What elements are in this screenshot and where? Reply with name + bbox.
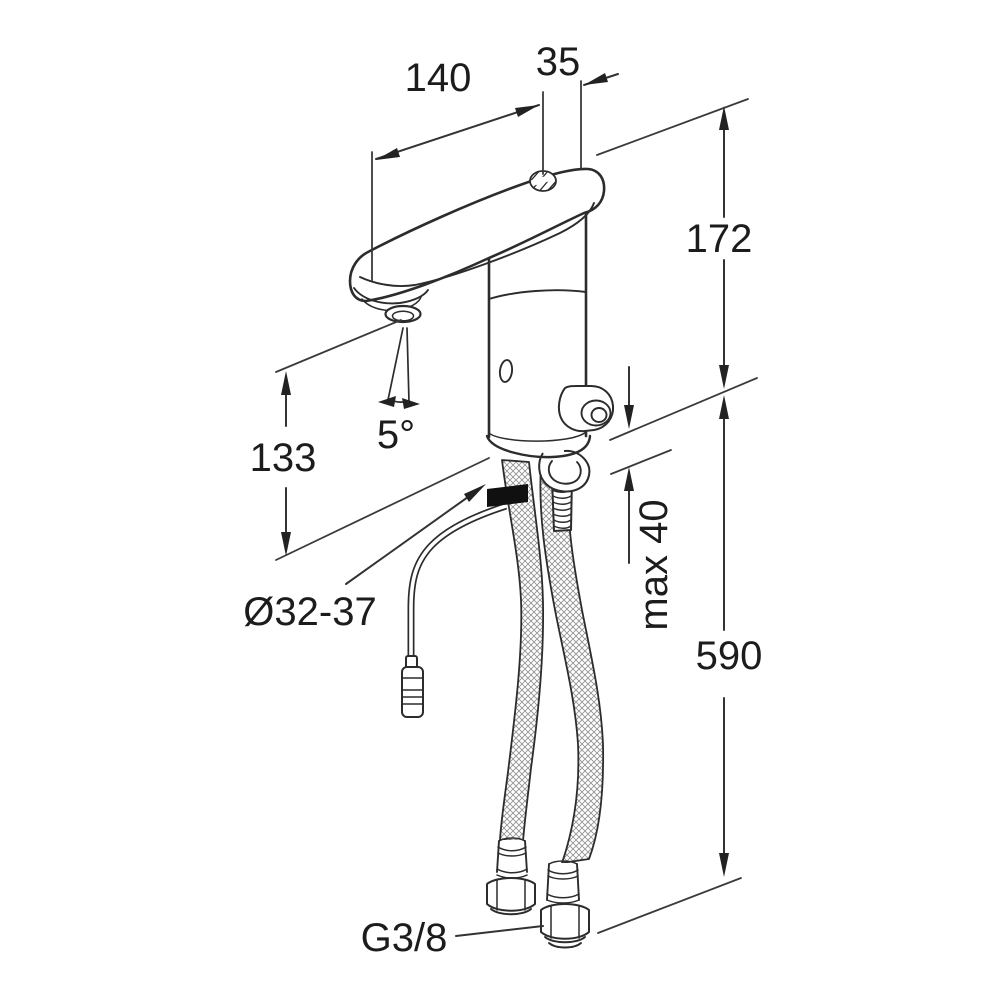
faucet-body [485, 212, 592, 459]
left-hose-connector [486, 837, 536, 916]
right-hose [539, 461, 605, 864]
dim-label-thread-size: G3/8 [361, 916, 448, 960]
cable-plug [401, 655, 424, 718]
mounting-hardware [538, 449, 591, 532]
dim-label-faucet-height: 172 [686, 217, 753, 261]
dimension-faucet-height: 172 [596, 98, 758, 441]
clamp-bracket [538, 449, 591, 493]
dim-label-aerator-offset: 35 [536, 40, 581, 84]
dimension-max-deck-thickness: max 40 [610, 366, 680, 634]
sensor-window [498, 359, 514, 383]
dim-label-spout-angle: 5° [377, 413, 415, 457]
supply-hoses [499, 459, 605, 864]
dimension-aerator-offset: 35 [532, 37, 619, 175]
dim-label-hose-length: 590 [696, 634, 763, 678]
faucet-drawing [348, 167, 615, 949]
sensor-cable [401, 502, 508, 718]
dimension-outlet-height: 133 [246, 319, 490, 561]
right-hose-connector [540, 860, 590, 949]
dimension-hose-length: 590 [597, 395, 766, 934]
dim-label-spout-reach: 140 [405, 56, 472, 100]
left-hose [499, 459, 545, 842]
dimension-hole-diameter: Ø32-37 [240, 484, 486, 638]
spout-nozzle [384, 304, 422, 324]
aerator-icon [529, 170, 557, 192]
dimension-spout-angle: 5° [373, 327, 420, 461]
dimension-spout-reach: 140 [371, 53, 540, 282]
deck-marker [487, 484, 528, 507]
dim-label-max-deck-thickness: max 40 [632, 499, 676, 630]
dimension-thread-size: G3/8 [357, 913, 544, 964]
faucet-spout-head [348, 167, 606, 324]
side-button [557, 385, 615, 433]
dim-label-outlet-height: 133 [250, 436, 317, 480]
dim-label-hole-diameter: Ø32-37 [243, 590, 376, 634]
